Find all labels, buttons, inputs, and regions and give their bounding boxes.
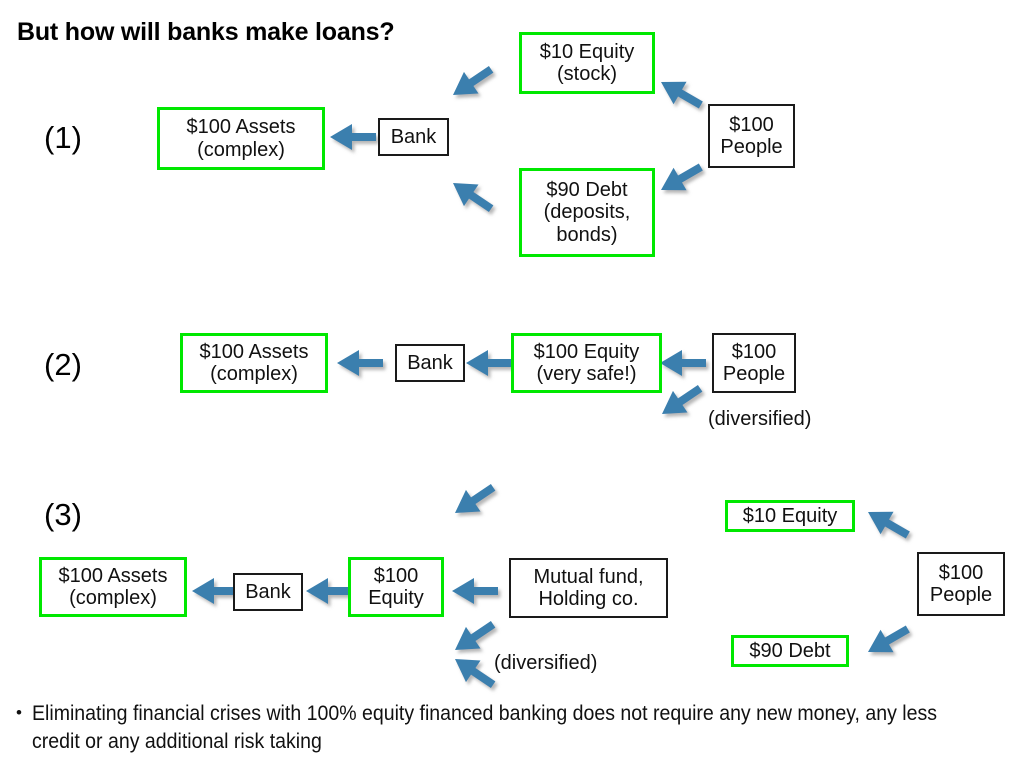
annotation-diversified-3: (diversified) bbox=[494, 652, 598, 674]
page-title: But how will banks make loans? bbox=[17, 18, 395, 46]
node-assets-2: $100 Assets (complex) bbox=[180, 333, 328, 393]
bullet-text: Eliminating financial crises with 100% e… bbox=[31, 702, 938, 753]
node-debt-1: $90 Debt (deposits, bonds) bbox=[519, 168, 655, 257]
node-bank-3: Bank bbox=[233, 573, 303, 611]
bullet-list: • Eliminating financial crises with 100%… bbox=[16, 700, 1006, 756]
node-intermediary-3: Mutual fund, Holding co. bbox=[509, 558, 668, 618]
node-equity-1: $10 Equity (stock) bbox=[519, 32, 655, 94]
bullet-marker: • bbox=[16, 703, 22, 722]
node-bank-2: Bank bbox=[395, 344, 465, 382]
step-number-2: (2) bbox=[44, 347, 82, 382]
node-equity-2: $100 Equity (very safe!) bbox=[511, 333, 662, 393]
node-people-3: $100 People bbox=[917, 552, 1005, 616]
node-fund-equity-3: $10 Equity bbox=[725, 500, 855, 532]
annotation-diversified-2: (diversified) bbox=[708, 408, 812, 430]
node-people-2: $100 People bbox=[712, 333, 796, 393]
node-equity-3: $100 Equity bbox=[348, 557, 444, 617]
node-fund-debt-3: $90 Debt bbox=[731, 635, 849, 667]
node-people-1: $100 People bbox=[708, 104, 795, 168]
step-number-3: (3) bbox=[44, 497, 82, 532]
node-assets-3: $100 Assets (complex) bbox=[39, 557, 187, 617]
node-bank-1: Bank bbox=[378, 118, 449, 156]
node-assets-1: $100 Assets (complex) bbox=[157, 107, 325, 170]
step-number-1: (1) bbox=[44, 120, 82, 155]
